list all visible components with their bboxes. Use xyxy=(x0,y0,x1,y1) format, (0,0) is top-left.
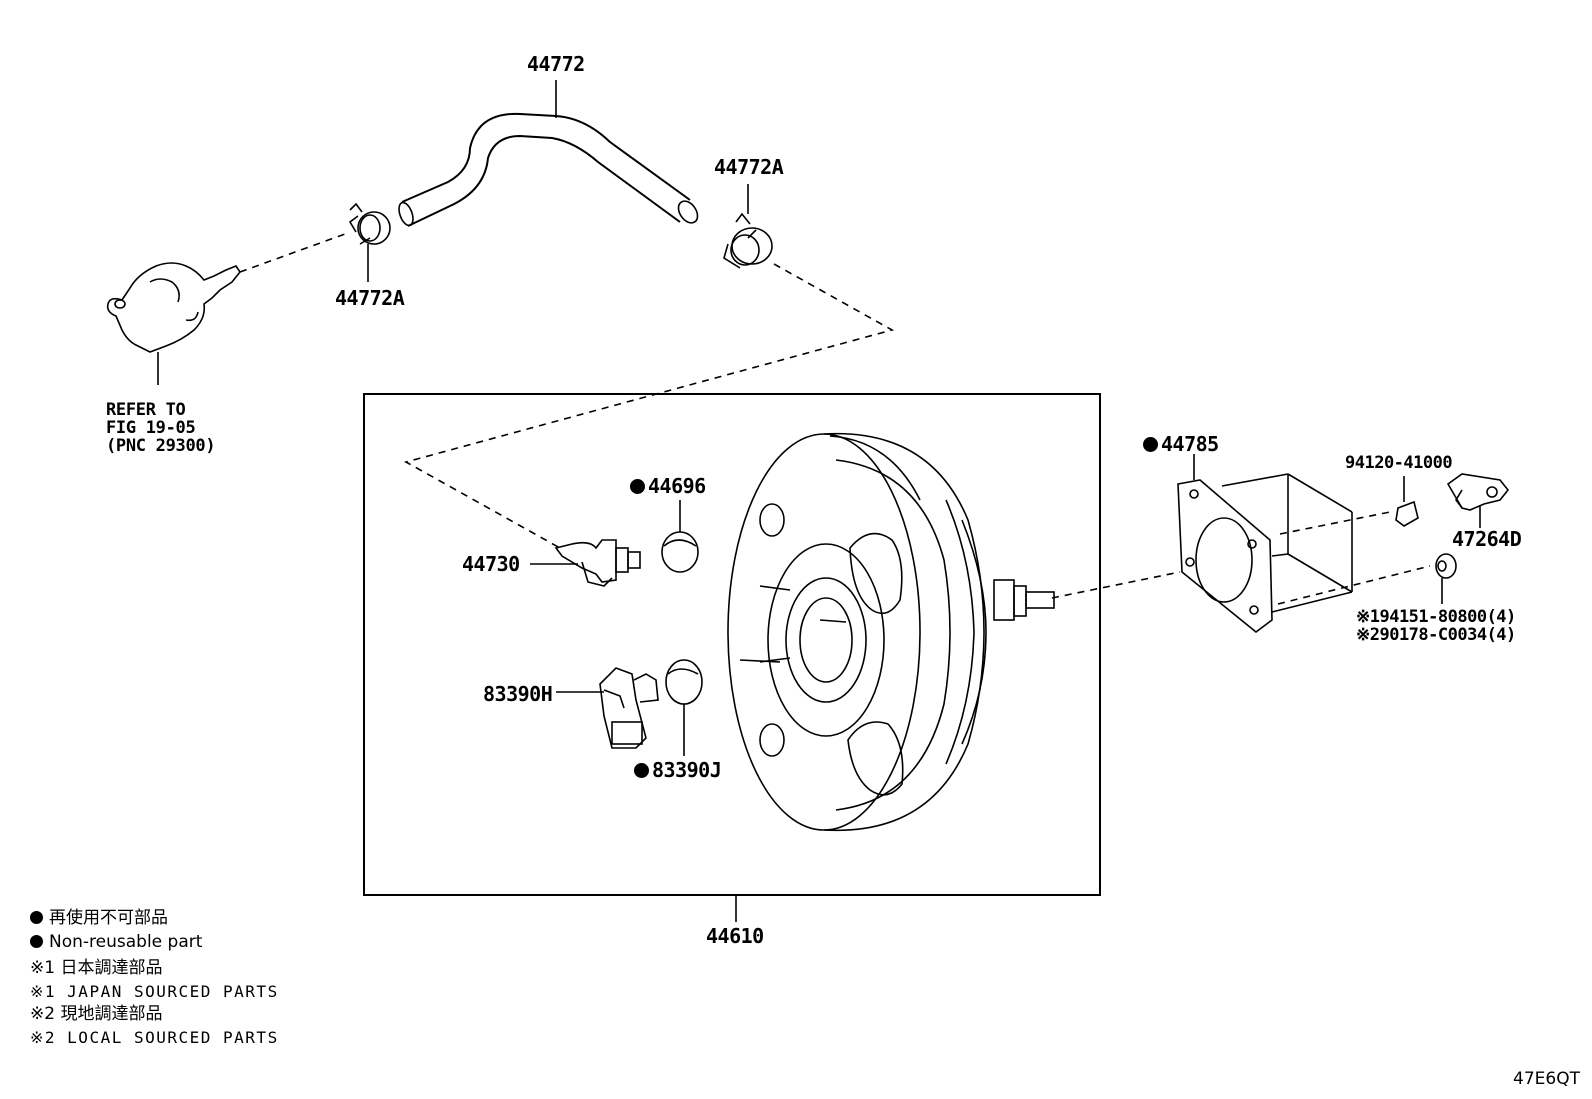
bullet-dot-icon xyxy=(30,911,43,924)
reference-note: REFER TO FIG 19-05 (PNC 29300) xyxy=(106,400,216,456)
bolt xyxy=(1435,553,1457,604)
non-reusable-dot-icon xyxy=(634,763,649,778)
label-bolt-1[interactable]: ※194151-80800(4) xyxy=(1356,607,1516,627)
label-grommet-text: 44696 xyxy=(648,474,706,498)
label-gasket-text: 44785 xyxy=(1161,432,1219,456)
bracket-box xyxy=(1221,473,1353,613)
label-sensor[interactable]: 83390H xyxy=(483,682,553,706)
legend-note2-jp: ※2 現地調達部品 xyxy=(30,1004,163,1024)
non-reusable-dot-icon xyxy=(630,479,645,494)
reference-line3: (PNC 29300) xyxy=(106,436,216,456)
hose-clip-left xyxy=(348,202,391,282)
nut xyxy=(1395,476,1419,527)
legend-note2-en: ※2 LOCAL SOURCED PARTS xyxy=(30,1028,279,1047)
label-sensor-seal-text: 83390J xyxy=(652,758,722,782)
reference-line1: REFER TO xyxy=(106,400,186,420)
vacuum-pump xyxy=(106,262,241,385)
label-clip-right[interactable]: 44772A xyxy=(714,155,784,179)
figure-code: 47E6QT xyxy=(1513,1069,1580,1089)
grommet xyxy=(661,500,699,573)
label-bracket[interactable]: 47264D xyxy=(1452,527,1522,551)
connection-dashed-lines xyxy=(239,233,1431,605)
label-hose[interactable]: 44772 xyxy=(527,52,585,76)
sensor-seal xyxy=(665,659,703,756)
label-clip-left[interactable]: 44772A xyxy=(335,286,405,310)
legend-note1-en: ※1 JAPAN SOURCED PARTS xyxy=(30,982,279,1001)
label-bolt-2[interactable]: ※290178-C0034(4) xyxy=(1356,625,1516,645)
legend-non-reusable-jp-text: 再使用不可部品 xyxy=(49,908,168,928)
label-gasket[interactable]: 44785 xyxy=(1143,434,1219,454)
bracket xyxy=(1446,473,1510,528)
legend-non-reusable-en: Non-reusable part xyxy=(30,934,202,951)
brake-booster xyxy=(727,432,1055,832)
legend-note1-jp: ※1 日本調達部品 xyxy=(30,958,163,978)
legend-non-reusable-en-text: Non-reusable part xyxy=(49,932,203,952)
label-booster-assembly[interactable]: 44610 xyxy=(706,924,764,948)
reference-line2: FIG 19-05 xyxy=(106,418,196,438)
non-reusable-dot-icon xyxy=(1143,437,1158,452)
label-check-valve[interactable]: 44730 xyxy=(462,552,520,576)
check-valve xyxy=(530,539,641,587)
booster-assembly-frame xyxy=(363,393,1101,896)
vacuum-hose xyxy=(398,80,699,227)
label-nut[interactable]: 94120-41000 xyxy=(1345,453,1453,473)
label-sensor-seal[interactable]: 83390J xyxy=(634,758,722,782)
legend-non-reusable-jp: 再使用不可部品 xyxy=(30,910,168,927)
hose-clip-right xyxy=(723,184,773,269)
bullet-dot-icon xyxy=(30,935,43,948)
pressure-sensor xyxy=(556,667,659,749)
label-grommet[interactable]: 44696 xyxy=(630,476,706,496)
gasket xyxy=(1177,454,1273,634)
